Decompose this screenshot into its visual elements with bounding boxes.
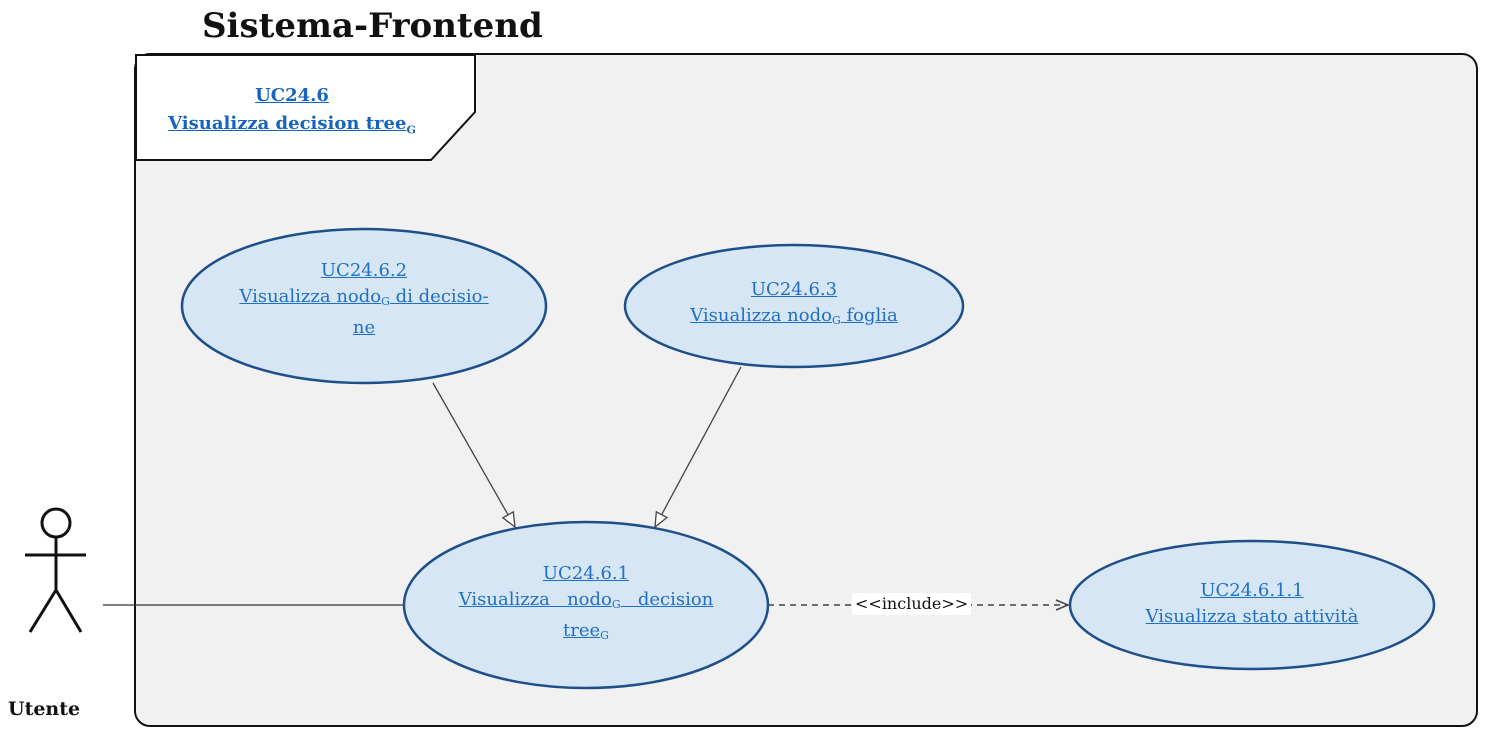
frame-name: Visualizza decision tree bbox=[168, 113, 407, 134]
frame-id: UC24.6 bbox=[255, 85, 329, 106]
glossary-mark: G bbox=[600, 629, 609, 642]
use-case-uc24-6-1[interactable]: UC24.6.1 Visualizza nodoG decision treeG bbox=[432, 561, 740, 649]
use-case-id: UC24.6.3 bbox=[750, 279, 838, 300]
use-case-id: UC24.6.2 bbox=[320, 260, 408, 281]
use-case-text-rest: foglia bbox=[840, 305, 898, 326]
use-case-title-line-2: ne bbox=[352, 317, 376, 338]
use-case-id: UC24.6.1 bbox=[542, 563, 630, 584]
use-case-id: UC24.6.1.1 bbox=[1200, 580, 1304, 601]
include-stereotype-label: <<include>> bbox=[852, 593, 972, 615]
use-case-ellipse-uc24-6-1-1[interactable] bbox=[1068, 539, 1436, 671]
use-case-text: Visualizza nodo bbox=[458, 589, 612, 610]
use-case-text-rest: di decisio- bbox=[389, 286, 489, 307]
frame-glossary-mark: G bbox=[406, 123, 416, 137]
use-case-ellipse-uc24-6-1[interactable] bbox=[402, 520, 770, 690]
actor-label: Utente bbox=[8, 698, 81, 720]
use-case-title-line-1: Visualizza nodoG di decisio- bbox=[200, 284, 528, 315]
use-case-title-line-1: Visualizza nodoG decision bbox=[432, 587, 740, 618]
glossary-mark: G bbox=[611, 598, 621, 611]
frame-label[interactable]: UC24.6 Visualizza decision treeG bbox=[136, 82, 448, 145]
use-case-text: tree bbox=[563, 620, 601, 641]
frame-tab bbox=[135, 54, 476, 161]
use-case-uc24-6-2[interactable]: UC24.6.2 Visualizza nodoG di decisio- ne bbox=[200, 258, 528, 341]
use-case-ellipse-uc24-6-2[interactable] bbox=[180, 227, 548, 385]
use-case-title-line-1: Visualizza nodoG foglia bbox=[640, 303, 948, 334]
glossary-mark: G bbox=[381, 295, 390, 308]
use-case-uc24-6-1-1[interactable]: UC24.6.1.1 Visualizza stato attività bbox=[1100, 578, 1404, 630]
use-case-text: Visualizza nodo bbox=[239, 286, 382, 307]
use-case-title-line-1: Visualizza stato attività bbox=[1145, 606, 1359, 627]
use-case-text: Visualizza nodo bbox=[690, 305, 832, 326]
use-case-title-line-2: treeG bbox=[432, 618, 740, 649]
glossary-mark: G bbox=[831, 314, 841, 327]
use-case-text-rest: decision bbox=[620, 589, 714, 610]
generalization-arrow-uc24-6-2 bbox=[432, 382, 516, 529]
use-case-ellipse-uc24-6-3[interactable] bbox=[623, 243, 965, 369]
actor-stick-figure bbox=[25, 507, 86, 633]
use-case-uc24-6-3[interactable]: UC24.6.3 Visualizza nodoG foglia bbox=[640, 277, 948, 334]
system-title: Sistema-Frontend bbox=[202, 6, 543, 46]
frame-name-line: Visualizza decision treeG bbox=[136, 110, 448, 145]
generalization-arrow-uc24-6-3 bbox=[654, 366, 742, 529]
